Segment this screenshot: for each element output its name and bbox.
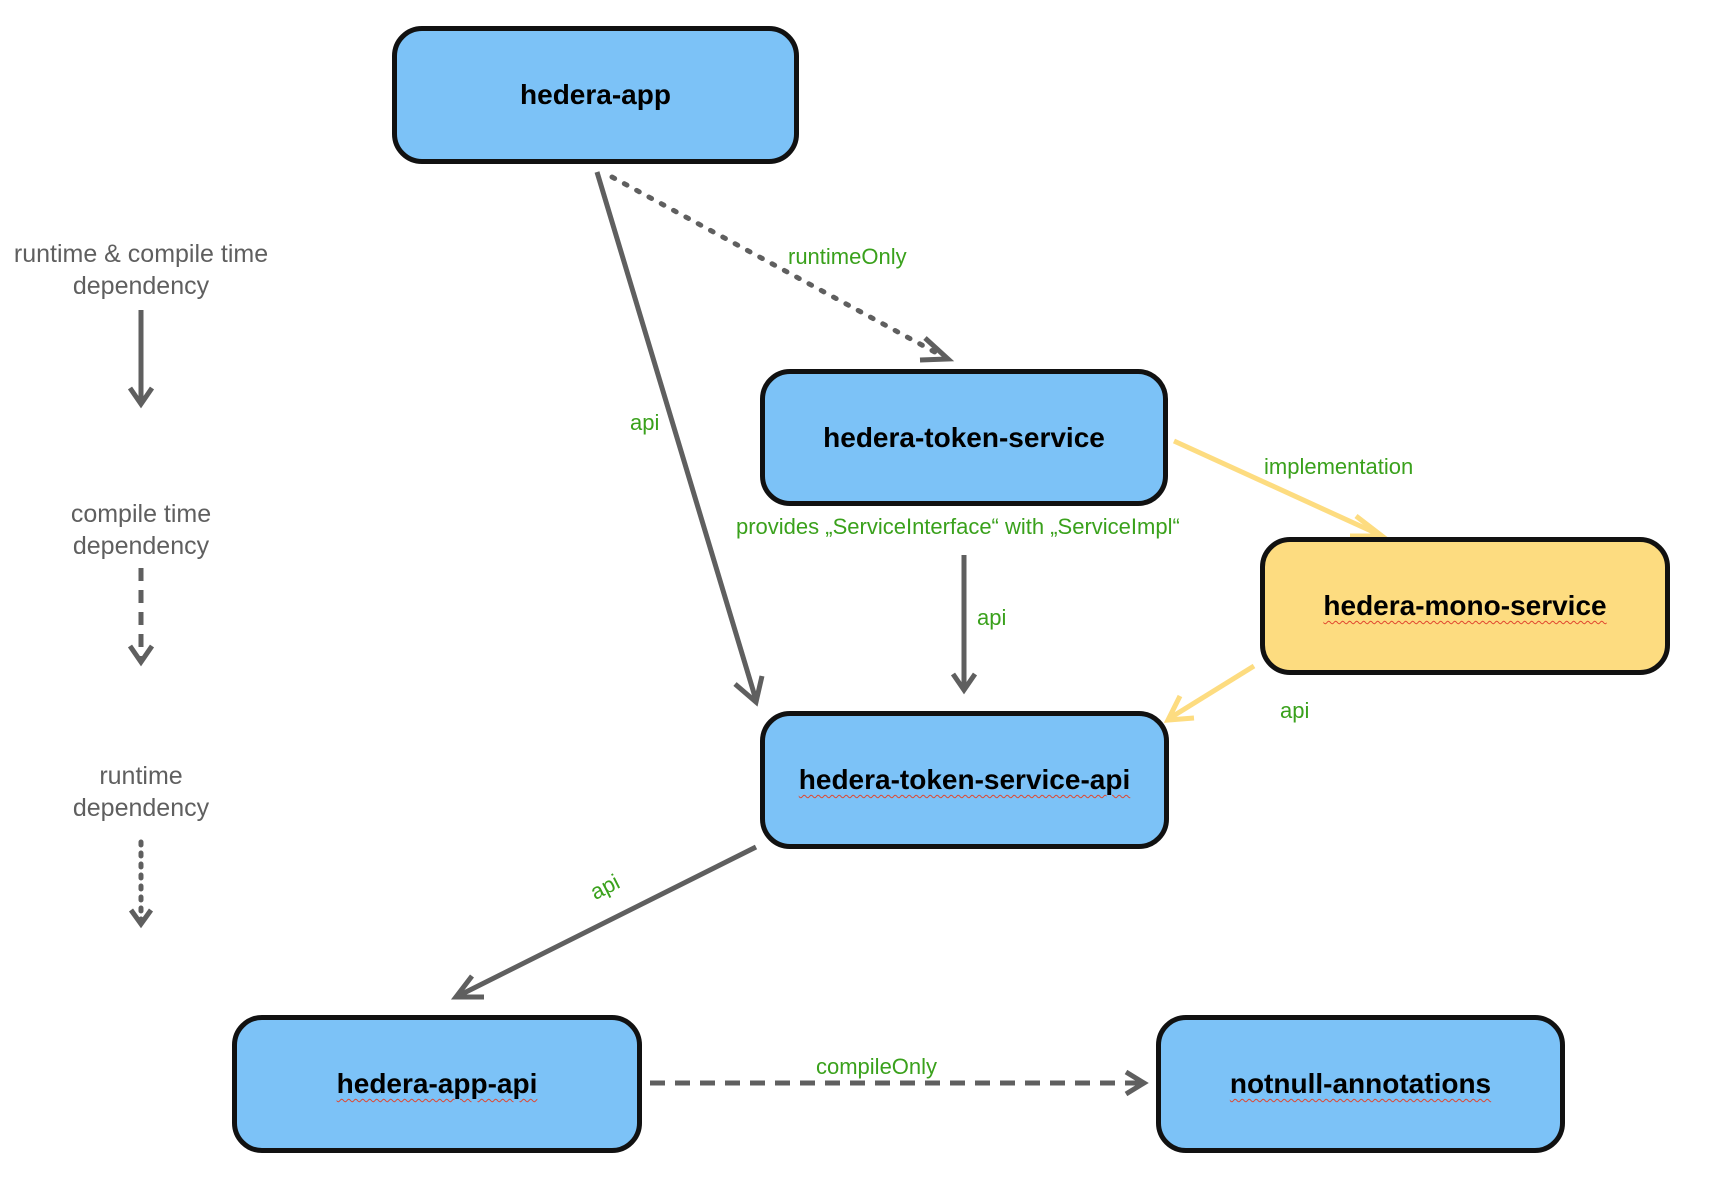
edge-label-provides: provides „ServiceInterface“ with „Servic… (736, 514, 1180, 539)
legend-compile-label: compile time dependency (70, 500, 212, 560)
edge-token-service-to-mono-service (1172, 438, 1390, 539)
node-hedera-app-label: hedera-app (520, 79, 671, 110)
legend-dotted-arrow (128, 839, 154, 929)
legend-dashed-arrow (127, 568, 155, 667)
legend-runtime-label: runtime dependency (72, 762, 210, 822)
edge-label-mono-api: api (1280, 698, 1310, 723)
node-hedera-app-api[interactable]: hedera-app-api (232, 1015, 642, 1153)
edge-label-implementation: implementation (1264, 454, 1414, 479)
edge-label-app-api: api (630, 410, 660, 435)
node-hedera-token-service-label: hedera-token-service (823, 421, 1105, 453)
edge-app-to-token-service (609, 174, 955, 363)
node-hedera-token-service-api-label: hedera-token-service-api (798, 764, 1131, 795)
node-hedera-token-service[interactable]: hedera-token-service (760, 369, 1168, 506)
node-hedera-mono-service-label: hedera-mono-service (1323, 590, 1607, 621)
edge-label-token-api: api (977, 605, 1007, 630)
node-hedera-app[interactable]: hedera-app (392, 26, 799, 164)
edge-label-compile-only: compileOnly (816, 1054, 938, 1079)
edge-app-to-token-service-api (594, 171, 765, 707)
node-hedera-mono-service[interactable]: hedera-mono-service (1260, 537, 1670, 675)
node-hedera-app-api-label: hedera-app-api (336, 1068, 538, 1099)
legend-solid-arrow (127, 310, 155, 409)
edge-app-api-to-notnull (650, 1069, 1149, 1097)
edge-token-service-to-api (950, 555, 978, 695)
edge-mono-service-to-api (1163, 663, 1256, 723)
node-notnull-annotations[interactable]: notnull-annotations (1156, 1015, 1565, 1153)
edge-token-service-api-to-app-api (450, 844, 758, 1000)
legend-runtime-compile-label: runtime & compile time dependency (13, 240, 269, 300)
node-hedera-token-service-api[interactable]: hedera-token-service-api (760, 711, 1169, 849)
edge-label-runtime-only: runtimeOnly (788, 244, 907, 269)
node-notnull-annotations-label: notnull-annotations (1229, 1068, 1492, 1099)
